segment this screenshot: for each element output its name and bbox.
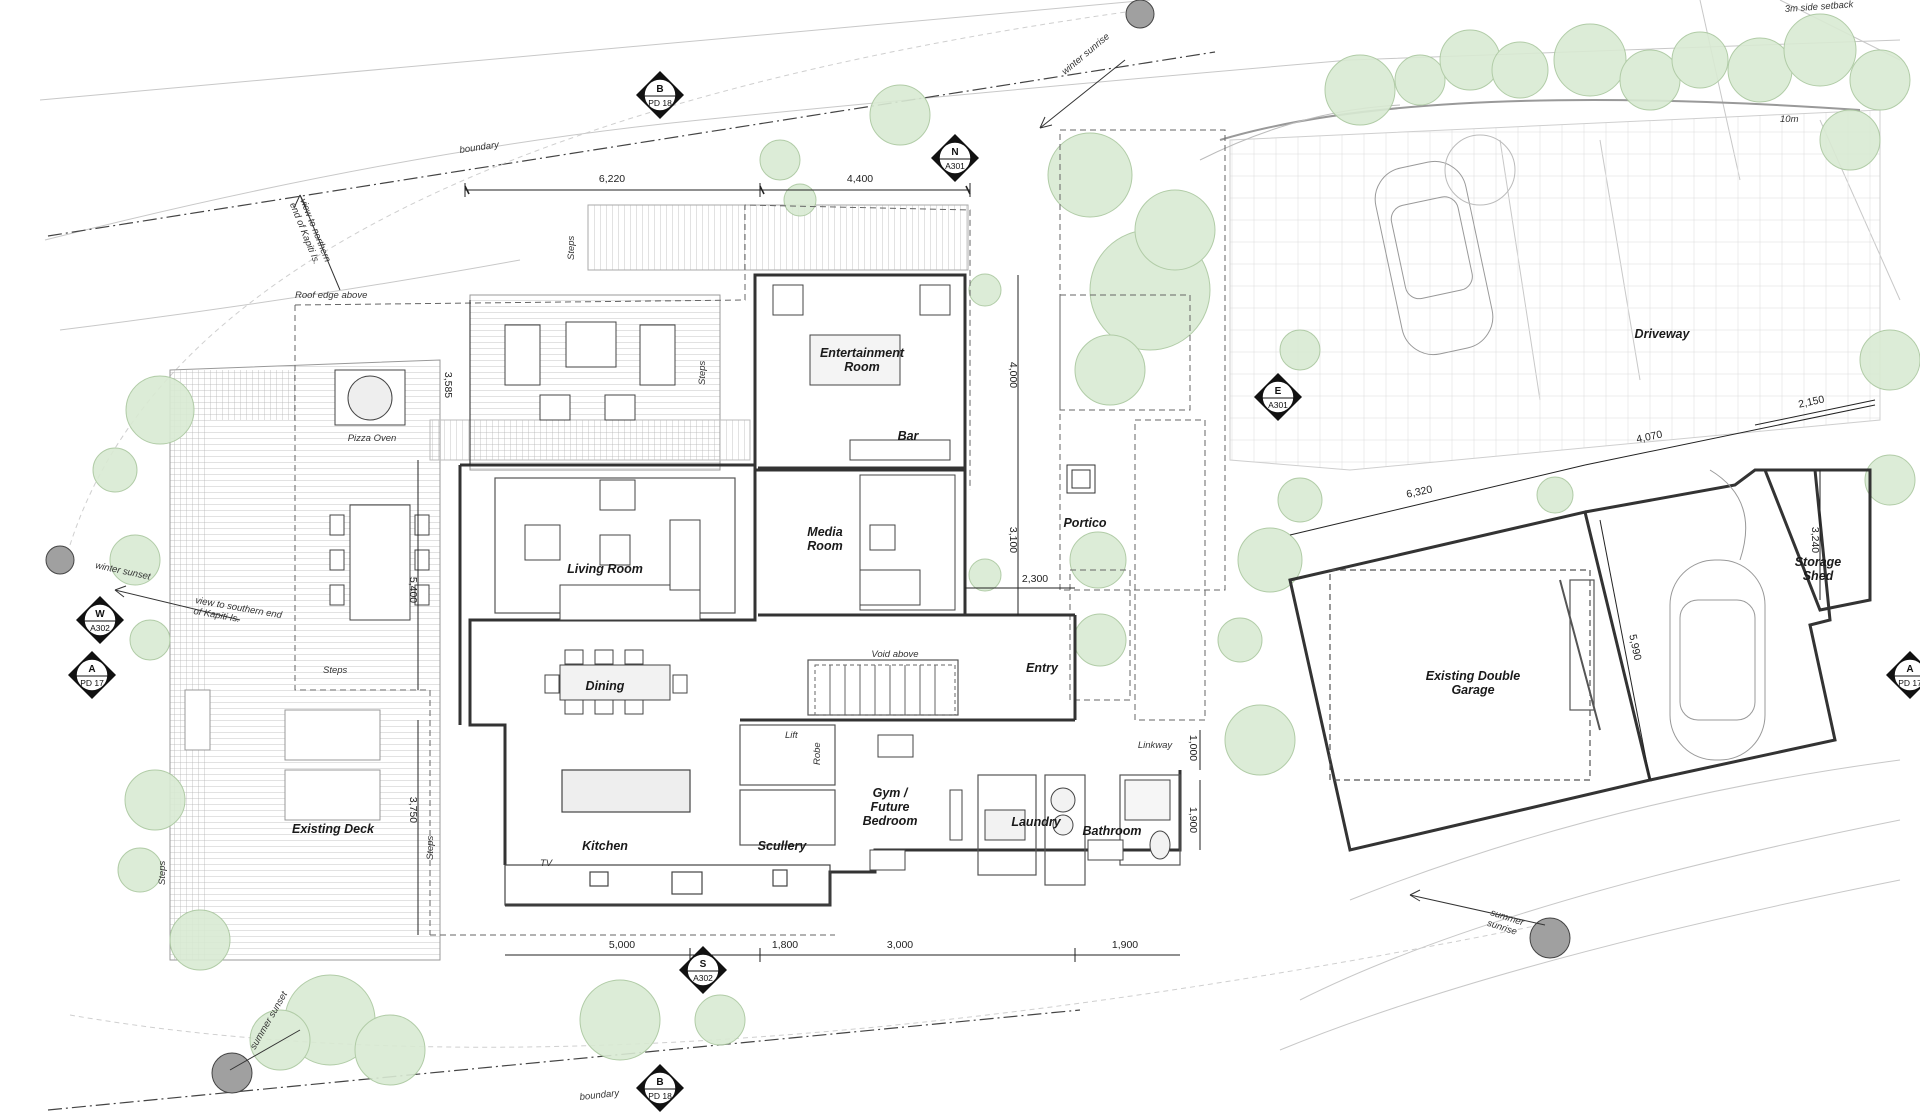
setback-label: 3m side setback [1784,0,1854,15]
roof-edge-outline [294,204,971,936]
boundary-label-top: boundary [459,139,501,156]
bathroom-label: Bathroom [1082,824,1141,838]
section-tag-letter: B [656,84,663,95]
kitchen-label: Kitchen [582,839,628,853]
car-driveway [1374,160,1494,356]
driveway [1199,99,1881,471]
section-tag-e: E A301 [1254,373,1302,421]
entry-label: Entry [1026,661,1059,675]
section-tag-letter: E [1275,386,1282,397]
view-arrows [114,59,1546,1071]
ten-m-label: 10m [1780,114,1799,125]
section-tag-letter: B [656,1077,663,1088]
section-tag-ref: A302 [90,623,110,633]
portico-column [1066,464,1096,494]
stairs [814,664,956,716]
winter-sunrise-label: winter sunrise [1060,31,1112,77]
dim-2300: 2,300 [1022,573,1048,585]
dim-3240: 3,240 [1809,527,1821,553]
laundry-label: Laundry [1011,815,1061,829]
dim-2150: 2,150 [1797,393,1825,410]
dimension-lines [417,183,1876,962]
bar-label: Bar [898,429,920,443]
section-tag-ref: A301 [945,161,965,171]
dim-3100: 3,100 [1007,527,1019,553]
boundary-label-bottom: boundary [579,1088,621,1103]
portico-outline [1059,129,1226,721]
steps-label-3: Steps [323,665,348,676]
section-tag-b-bottom: B PD 18 [636,1064,684,1112]
dim-1800: 1,800 [772,939,798,951]
section-tag-ref: A302 [693,973,713,983]
boundary-lines [47,51,1216,1111]
section-tag-ref: PD 18 [648,98,672,108]
trees [92,13,1920,1086]
driveway-label: Driveway [1635,327,1691,341]
dim-6220: 6,220 [599,173,625,185]
pizza-oven-label: Pizza Oven [348,433,397,444]
existing-deck-label: Existing Deck [292,822,375,836]
section-tag-ref: A301 [1268,400,1288,410]
linkway-label: Linkway [1138,740,1174,751]
furniture [329,284,1766,871]
steps-label-4: Steps [425,835,436,860]
dim-5990: 5,990 [1626,633,1643,661]
dim-5400: 5,400 [407,577,419,603]
sun-path-arc [69,9,1141,546]
section-tag-n: N A301 [931,134,979,182]
section-tag-s: S A302 [679,946,727,994]
void-above-label: Void above [871,649,918,660]
steps-label-2: Steps [697,360,708,385]
portico-label: Portico [1063,516,1106,530]
dim-3000: 3,000 [887,939,913,951]
section-tag-b-top: B PD 18 [636,71,684,119]
roof-edge-label: Roof edge above [295,290,367,301]
dim-3750: 3,750 [407,797,419,823]
section-tag-letter: A [1906,664,1913,675]
dim-5000: 5,000 [609,939,635,951]
dining-label: Dining [586,679,625,693]
lift-label: Lift [785,730,798,741]
tv-label: TV [540,858,554,869]
section-tag-letter: A [88,664,95,675]
dimension-ticks [464,185,971,195]
section-tag-letter: S [700,959,707,970]
dim-3585: 3,585 [442,372,454,398]
dim-4070: 4,070 [1635,428,1663,445]
section-tag-a-left: A PD 17 [68,651,116,699]
interior-lines [494,477,1601,886]
dim-1900-a: 1,900 [1112,939,1138,951]
section-tag-ref: PD 18 [648,1091,672,1101]
living-room-label: Living Room [567,562,643,576]
section-tag-letter: N [951,147,958,158]
section-tag-a-right: A PD 17 [1886,651,1920,699]
existing-deck [169,359,441,961]
dim-1900-b: 1,900 [1187,807,1199,833]
scullery-label: Scullery [758,839,808,853]
section-tag-w: W A302 [76,596,124,644]
section-tag-ref: PD 17 [80,678,104,688]
steps-label-1: Steps [566,235,577,260]
section-tag-ref: PD 17 [1898,678,1920,688]
section-tag-letter: W [95,609,105,620]
steps-label-5: Steps [157,860,168,885]
robe-label: Robe [812,742,823,765]
dim-4000: 4,000 [1007,362,1019,388]
dim-4400: 4,400 [847,173,873,185]
sun-path-arc-2 [69,924,1541,1048]
view-north-label: view to northernend of Kapiti Is. [287,197,333,268]
dim-1000: 1,000 [1187,735,1199,761]
dim-6320: 6,320 [1405,483,1433,500]
kitchen-fixtures [504,769,831,906]
